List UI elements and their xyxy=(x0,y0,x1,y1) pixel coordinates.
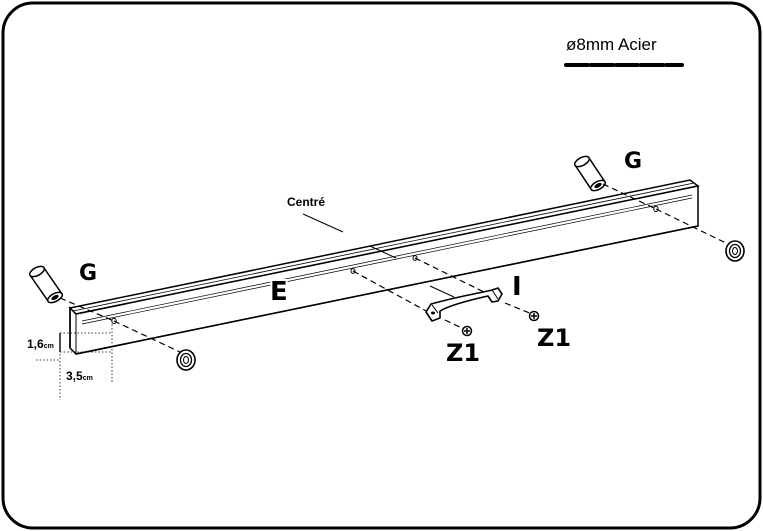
washer-left-icon xyxy=(176,349,196,371)
screw-left-icon xyxy=(461,325,473,337)
cap-left-label: G xyxy=(79,261,97,286)
handle-icon xyxy=(425,287,503,322)
washer-right-icon xyxy=(725,240,745,262)
rail-label: E xyxy=(270,277,288,307)
screw-right-icon xyxy=(528,310,540,322)
rail-panel xyxy=(68,179,700,355)
centre-mark xyxy=(369,245,397,259)
centre-leader xyxy=(302,213,344,233)
screw-left-label: Z1 xyxy=(446,339,480,367)
handle-label: I xyxy=(512,272,522,302)
assembly-lines xyxy=(59,183,729,353)
cap-right-label: G xyxy=(624,149,642,174)
dimension-height-label: 1,6cm xyxy=(27,337,54,351)
screw-right-label: Z1 xyxy=(537,324,571,352)
handle-leader xyxy=(429,285,455,298)
cap-left-icon xyxy=(28,265,64,304)
centre-label: Centré xyxy=(287,195,325,209)
dimension-offset-label: 3,5cm xyxy=(66,369,93,383)
drill-spec-label: ø8mm Acier xyxy=(566,35,657,54)
cap-right-icon xyxy=(573,155,607,192)
